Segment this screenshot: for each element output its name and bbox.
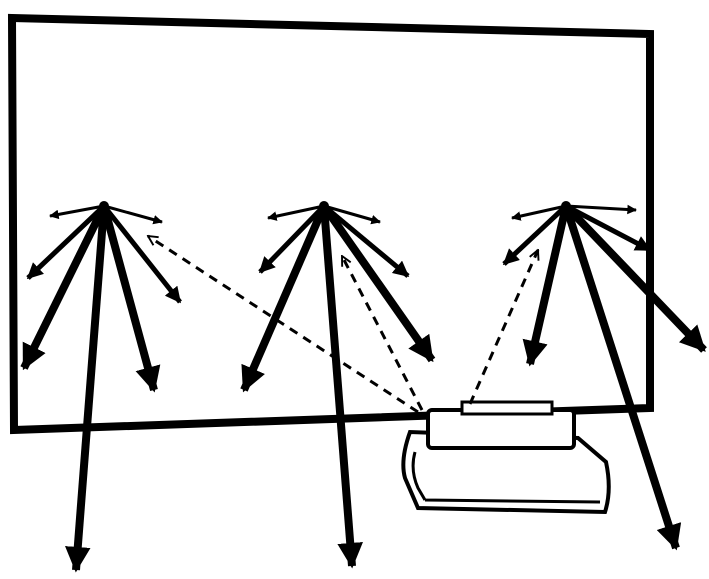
reflection-rays-right [502,203,707,551]
reflection-point-center [319,201,329,211]
incident-rays [148,234,538,414]
projector-lens-housing [426,408,576,450]
reflection-point-right [561,201,571,211]
projector-body-inner [411,451,601,504]
ray [49,204,105,220]
ray [502,204,568,266]
ray [320,203,436,363]
incident-ray-right [468,250,538,405]
reflection-rays-left [20,204,182,573]
ray [511,204,567,221]
projector-top [460,400,554,416]
ray [323,204,381,225]
ray [102,204,182,304]
ray [565,204,637,215]
ray [564,203,652,253]
ray [322,204,410,278]
ray [563,203,707,353]
projector [401,400,611,515]
ray [26,204,106,280]
reflection-rays-center [240,203,436,569]
ray [100,204,161,393]
ray [258,204,326,274]
ray [522,205,570,367]
ray [240,204,328,393]
ray [267,204,325,221]
ray [562,204,682,551]
incident-ray-center [340,256,424,411]
projection-screen [7,13,654,435]
ray [320,205,363,569]
ray [103,204,163,225]
incident-ray-left [148,234,419,414]
reflection-point-left [99,201,109,211]
projector-body [401,429,611,515]
ray [20,204,108,371]
ray [65,205,108,573]
